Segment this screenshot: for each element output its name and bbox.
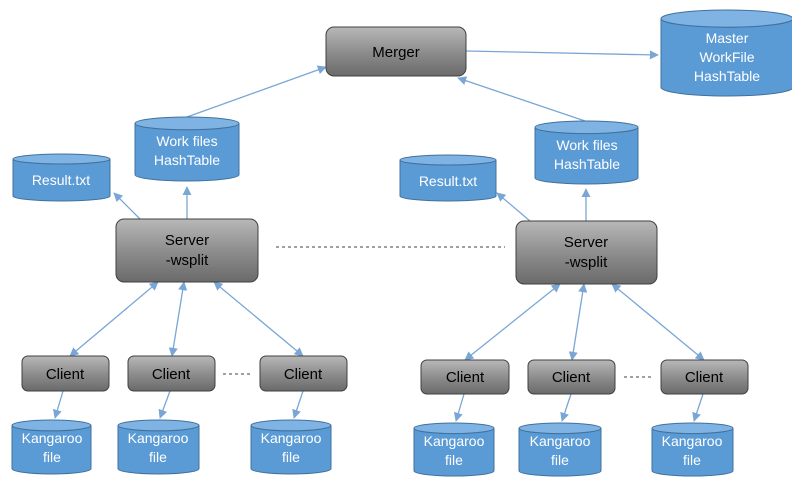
right-server-label-line2: -wsplit bbox=[565, 254, 608, 271]
boxes bbox=[21, 26, 749, 395]
left-workfiles-label-line1: Work files bbox=[156, 133, 217, 149]
right-file-3-label-line1: Kangaroo bbox=[662, 433, 723, 449]
arrow-left-server-client-2 bbox=[168, 281, 188, 357]
arrow-right-server-client-2 bbox=[568, 283, 588, 361]
arrow-merger-to-master bbox=[465, 50, 659, 60]
right-client-2-label: Client bbox=[552, 369, 591, 386]
right-client-2-box bbox=[527, 359, 616, 395]
left-server-label-line1: Server bbox=[165, 232, 209, 249]
right-file-1-label-line1: Kangaroo bbox=[424, 433, 485, 449]
right-file-2-cylinder bbox=[518, 422, 602, 477]
left-file-1-label-line1: Kangaroo bbox=[22, 430, 83, 446]
master-table-cylinder bbox=[660, 9, 792, 97]
right-client-1-box bbox=[420, 359, 510, 395]
arrow-left-client-1-to-file bbox=[52, 390, 64, 419]
cylinders bbox=[11, 9, 792, 477]
master-table-label-line2: WorkFile bbox=[700, 49, 755, 65]
merger-box bbox=[325, 26, 467, 77]
merger-label: Merger bbox=[372, 44, 420, 61]
left-result-label: Result.txt bbox=[32, 172, 90, 188]
left-server-label-line2: -wsplit bbox=[166, 252, 209, 269]
arrow-left-server-to-result bbox=[113, 192, 141, 220]
arrow-left-client-2-to-file bbox=[158, 390, 171, 419]
arrow-right-workfiles-to-merger bbox=[457, 76, 586, 122]
left-file-3-label-line2: file bbox=[282, 449, 300, 465]
left-result-cylinder bbox=[12, 153, 111, 202]
cylinder-labels: Master WorkFile HashTable Work files Has… bbox=[22, 30, 761, 468]
left-file-2-cylinder bbox=[117, 419, 200, 475]
left-client-2-box bbox=[127, 355, 216, 392]
arrow-left-server-client-1 bbox=[69, 281, 159, 357]
right-file-3-cylinder bbox=[651, 422, 734, 477]
left-client-1-box bbox=[21, 355, 110, 392]
connectors bbox=[52, 50, 705, 422]
left-file-3-label-line1: Kangaroo bbox=[261, 430, 322, 446]
right-client-3-label: Client bbox=[685, 369, 724, 386]
right-result-cylinder bbox=[399, 154, 497, 202]
right-server-label-line1: Server bbox=[564, 234, 608, 251]
left-file-3-cylinder bbox=[250, 419, 332, 475]
left-client-3-box bbox=[259, 355, 348, 392]
arrow-right-server-to-result bbox=[496, 192, 531, 222]
arrow-left-workfiles-to-merger bbox=[186, 65, 327, 118]
left-client-3-label: Client bbox=[284, 366, 323, 383]
right-file-3-label-line2: file bbox=[683, 452, 701, 468]
master-table-label-line1: Master bbox=[706, 30, 749, 46]
right-workfiles-label-line2: HashTable bbox=[554, 156, 620, 172]
left-server-box bbox=[115, 218, 259, 283]
left-client-2-label: Client bbox=[152, 366, 191, 383]
left-workfiles-label-line2: HashTable bbox=[154, 152, 220, 168]
right-workfiles-cylinder bbox=[534, 120, 639, 185]
right-file-2-label-line2: file bbox=[551, 452, 569, 468]
arrow-right-client-1-to-file bbox=[453, 393, 465, 422]
right-client-1-label: Client bbox=[446, 369, 485, 386]
left-workfiles-cylinder bbox=[134, 116, 240, 182]
box-labels: Merger Server -wsplit Server -wsplit Cli… bbox=[46, 44, 724, 386]
dashed-links bbox=[223, 246, 654, 378]
right-server-box bbox=[515, 220, 658, 285]
left-file-1-label-line2: file bbox=[43, 449, 61, 465]
arrow-left-client-3-to-file bbox=[292, 390, 304, 419]
arrow-right-client-3-to-file bbox=[692, 393, 704, 422]
right-client-3-box bbox=[660, 359, 749, 395]
right-file-1-label-line2: file bbox=[445, 452, 463, 468]
arrow-right-server-client-3 bbox=[611, 283, 705, 361]
right-file-2-label-line1: Kangaroo bbox=[530, 433, 591, 449]
left-file-2-label-line2: file bbox=[149, 449, 167, 465]
left-file-1-cylinder bbox=[11, 419, 92, 475]
left-client-1-label: Client bbox=[46, 366, 85, 383]
right-result-label: Result.txt bbox=[419, 173, 477, 189]
left-file-2-label-line1: Kangaroo bbox=[128, 430, 189, 446]
arrow-right-client-2-to-file bbox=[560, 393, 572, 422]
right-file-1-cylinder bbox=[413, 422, 495, 477]
master-table-label-line3: HashTable bbox=[694, 68, 760, 84]
right-workfiles-label-line1: Work files bbox=[556, 137, 617, 153]
arrow-left-server-client-3 bbox=[213, 281, 304, 357]
arrow-right-server-client-1 bbox=[464, 283, 561, 361]
